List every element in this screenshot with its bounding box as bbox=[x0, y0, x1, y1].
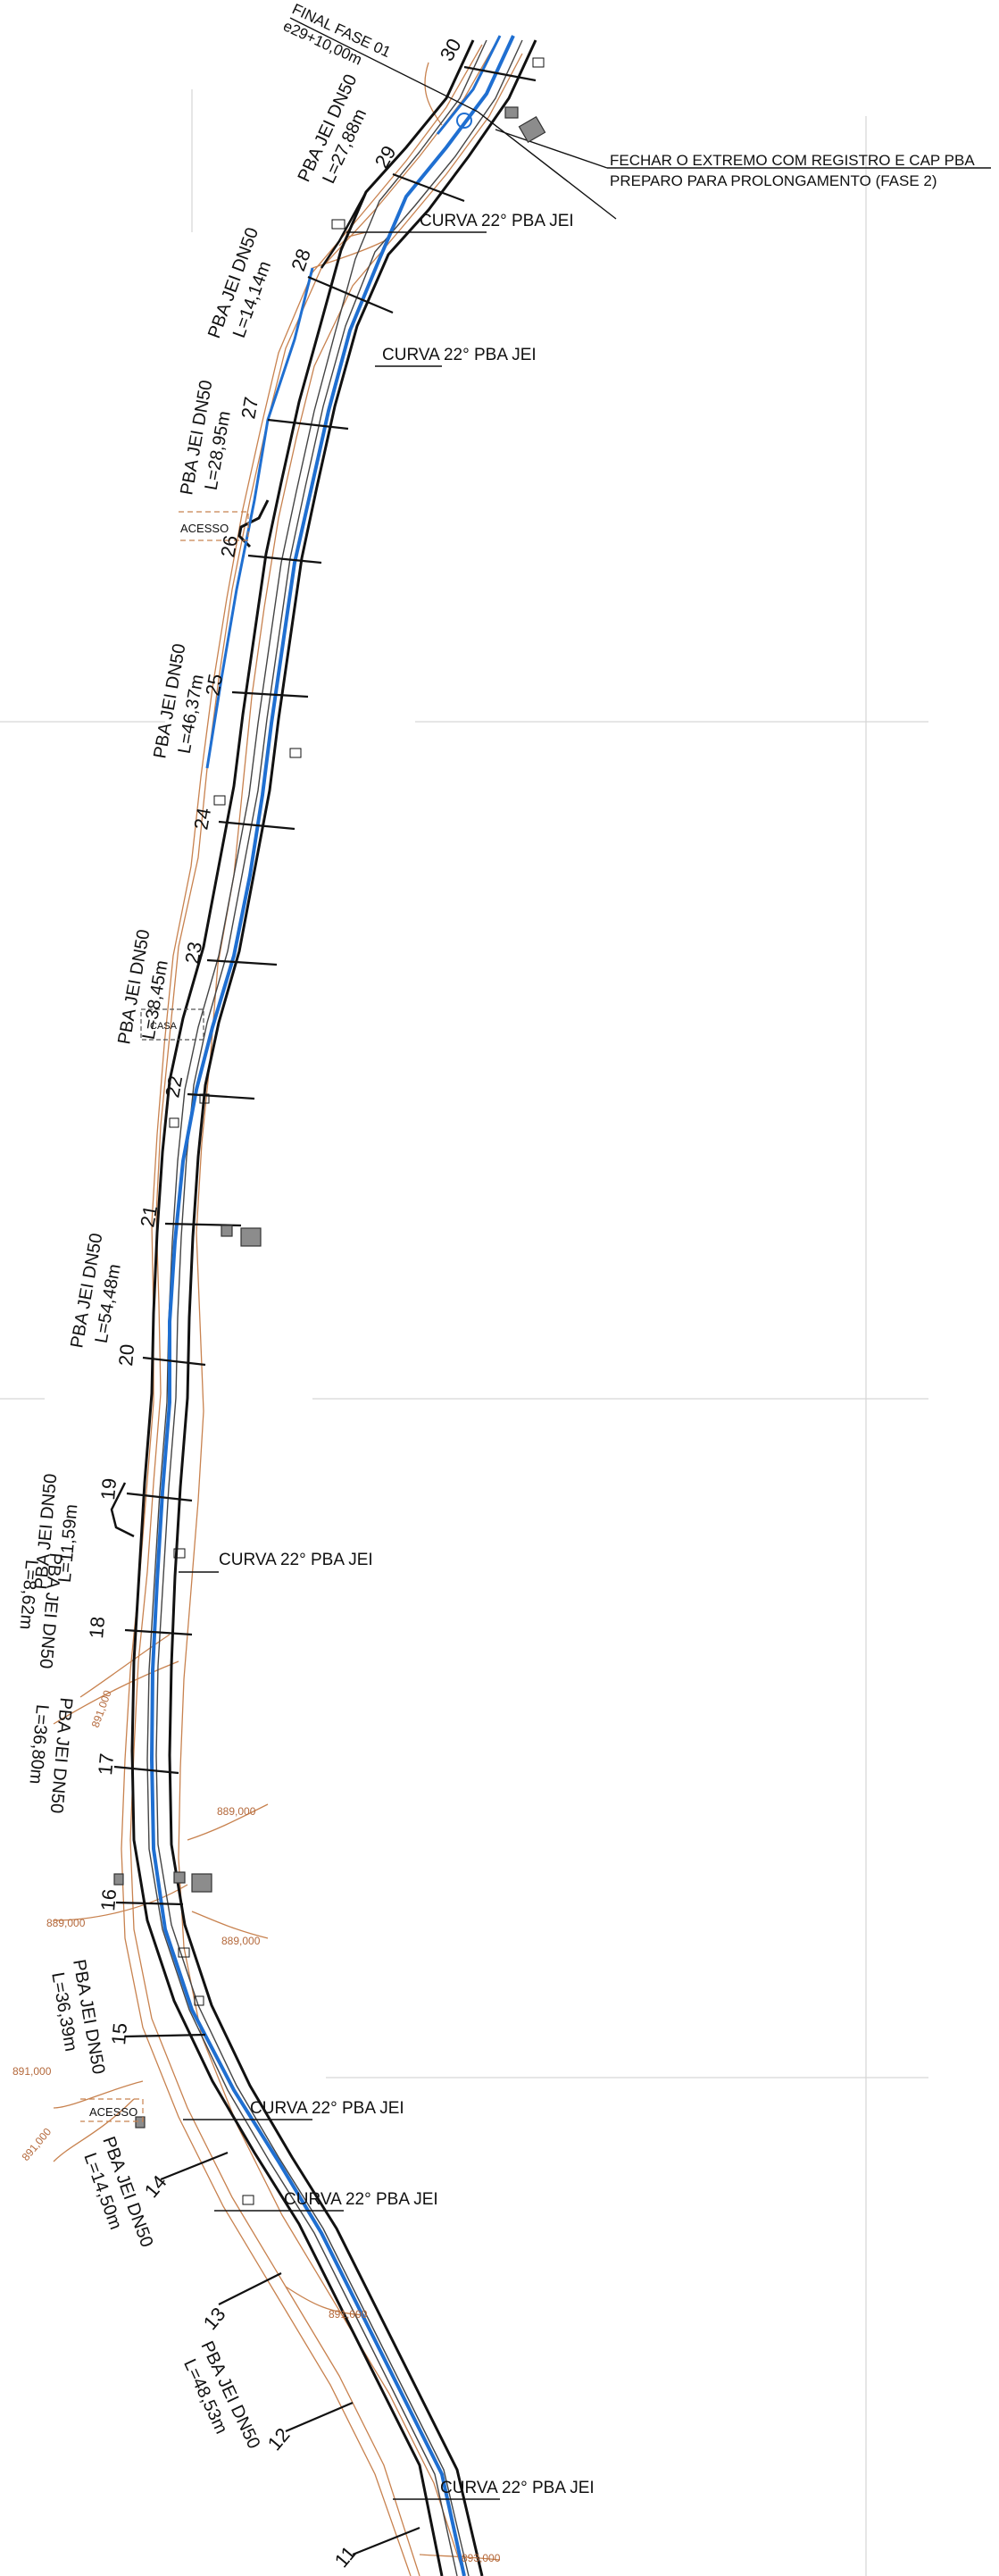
station-label: 21 bbox=[136, 1203, 162, 1228]
pipe-label-s27: PBA JEI DN50 L=28,95m bbox=[177, 379, 235, 497]
contour-label: 891,000 bbox=[89, 1688, 114, 1729]
access-label: ACESSO bbox=[180, 522, 229, 535]
sheet-grid bbox=[0, 89, 928, 2576]
site-markers bbox=[169, 57, 545, 2205]
station-label: 24 bbox=[189, 806, 215, 831]
pipe-label-s20: PBA JEI DN50 L=54,48m bbox=[67, 1232, 125, 1350]
station-label: 12 bbox=[263, 2423, 295, 2455]
pipe-label-s25: PBA JEI DN50 L=46,37m bbox=[150, 642, 208, 760]
curve-labels: CURVA 22° PBA JEI CURVA 22° PBA JEI CURV… bbox=[219, 212, 595, 2497]
leader-lines bbox=[179, 17, 991, 2500]
curve-label: CURVA 22° PBA JEI bbox=[382, 346, 537, 364]
station-label: 18 bbox=[85, 1616, 109, 1640]
contour-label: 891,000 bbox=[12, 2065, 52, 2078]
curve-label: CURVA 22° PBA JEI bbox=[440, 2479, 595, 2497]
station-label: 11 bbox=[330, 2542, 361, 2572]
contour-label: 889,000 bbox=[217, 1805, 256, 1818]
contour-label: 891,000 bbox=[329, 2308, 368, 2321]
final-phase-marker: FINAL FASE 01 e29+10,00m bbox=[280, 0, 393, 68]
station-label: 20 bbox=[114, 1343, 138, 1367]
curve-label: CURVA 22° PBA JEI bbox=[420, 212, 574, 230]
station-label: 26 bbox=[216, 533, 242, 558]
access-label: ACESSO bbox=[89, 2105, 137, 2119]
station-label: 29 bbox=[370, 142, 401, 172]
station-ticks bbox=[113, 65, 537, 2556]
station-label: 14 bbox=[140, 2170, 171, 2202]
pipe-label-s14: PBA JEI DN50 L=14,50m bbox=[79, 2134, 156, 2250]
end-note-line2: PREPARO PARA PROLONGAMENTO (FASE 2) bbox=[610, 172, 937, 189]
end-note-line1: FECHAR O EXTREMO COM REGISTRO E CAP PBA bbox=[610, 152, 975, 169]
station-label: 16 bbox=[96, 1888, 121, 1912]
svg-text:L=36,80m: L=36,80m bbox=[25, 1703, 52, 1785]
station-label: 15 bbox=[107, 2022, 131, 2046]
access-outline bbox=[80, 511, 249, 2122]
station-label: 27 bbox=[237, 395, 262, 420]
station-label: 23 bbox=[180, 940, 206, 965]
pipe-label-s18: PBA JEI DN50 L=8,62m bbox=[15, 1552, 65, 1669]
contour-label: 891,000 bbox=[20, 2125, 54, 2162]
station-label: 19 bbox=[96, 1477, 121, 1501]
station-label: 30 bbox=[436, 35, 466, 65]
station-label: 22 bbox=[161, 1074, 187, 1099]
station-label: 17 bbox=[94, 1752, 118, 1777]
curve-label: CURVA 22° PBA JEI bbox=[219, 1551, 373, 1569]
road-edges bbox=[110, 39, 537, 2576]
pipe-label-s29: PBA JEI DN50 L=27,88m bbox=[295, 71, 371, 187]
road-inner-lines bbox=[146, 39, 523, 2576]
station-label: 13 bbox=[199, 2303, 230, 2334]
pipe-label-s17: PBA JEI DN50 L=36,80m bbox=[25, 1697, 75, 1814]
pipe-label-s12: PBA JEI DN50 L=48,53m bbox=[179, 2338, 263, 2452]
contour-label: 889,000 bbox=[46, 1917, 86, 1929]
end-note: FECHAR O EXTREMO COM REGISTRO E CAP PBA … bbox=[610, 152, 975, 189]
svg-text:L=8,62m: L=8,62m bbox=[15, 1559, 41, 1630]
house-label: CASA bbox=[150, 1021, 178, 1032]
pipe-label-s15: PBA JEI DN50 L=36,39m bbox=[47, 1958, 108, 2076]
contour-label: 889,000 bbox=[221, 1935, 261, 1947]
curve-label: CURVA 22° PBA JEI bbox=[284, 2190, 438, 2209]
fittings bbox=[113, 106, 546, 2129]
pipe-label-s28: PBA JEI DN50 L=14,14m bbox=[204, 225, 275, 341]
house-outline bbox=[140, 1008, 204, 1041]
water-main bbox=[149, 35, 515, 2576]
station-label: 25 bbox=[201, 672, 227, 697]
curve-label: CURVA 22° PBA JEI bbox=[250, 2099, 404, 2118]
contour-label: 893,000 bbox=[462, 2552, 501, 2564]
